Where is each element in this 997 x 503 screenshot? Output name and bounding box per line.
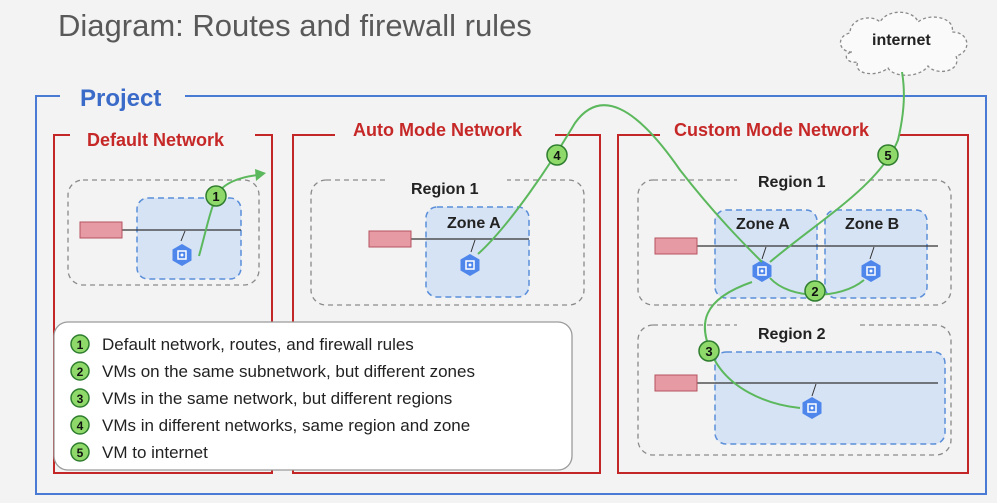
custom-zone-b-label: Zone B	[845, 216, 899, 233]
legend-item-2-text: VMs on the same subnetwork, but differen…	[102, 362, 475, 381]
custom-region1-label: Region 1	[758, 174, 826, 191]
marker-5: 5	[877, 144, 899, 166]
legend-item-5-text: VM to internet	[102, 443, 208, 462]
auto-vm-stem	[470, 239, 476, 253]
auto-region-label: Region 1	[411, 181, 479, 198]
auto-zone-box	[425, 206, 530, 298]
legend-item-4-text: VMs in different networks, same region a…	[102, 416, 470, 435]
marker-1: 1	[205, 185, 227, 207]
route-path-1-arrowhead	[255, 169, 266, 181]
custom-region2-vm-icon	[802, 397, 822, 419]
legend-item-1-num: 1	[77, 338, 84, 352]
custom-vm-b-stem	[869, 246, 875, 260]
project-label: Project	[80, 85, 161, 112]
custom-zone-a-box	[714, 209, 818, 299]
marker-4-label: 4	[553, 148, 561, 163]
auto-zone-label: Zone A	[447, 215, 501, 232]
route-path-4	[477, 104, 763, 263]
legend-item-4: 4 VMs in different networks, same region…	[70, 415, 470, 435]
default-router	[79, 221, 123, 239]
marker-2-label: 2	[811, 284, 818, 299]
custom-zone-a-label: Zone A	[736, 216, 790, 233]
legend-item-1-text: Default network, routes, and firewall ru…	[102, 335, 414, 354]
legend-item-3-text: VMs in the same network, but different r…	[102, 389, 452, 408]
custom-region1-box	[637, 179, 952, 306]
default-network-label-bg	[70, 125, 255, 155]
project-label-bg	[60, 80, 185, 114]
marker-3: 3	[698, 340, 720, 362]
legend-item-1: 1 Default network, routes, and firewall …	[70, 334, 414, 354]
legend-item-2: 2 VMs on the same subnetwork, but differ…	[70, 361, 475, 381]
custom-region2-vm-stem	[811, 383, 817, 397]
project-boundary	[35, 95, 987, 495]
internet-label: internet	[872, 32, 931, 49]
auto-network-label-bg	[335, 115, 555, 145]
custom-zone-b-vm-icon	[861, 260, 881, 282]
default-vm-stem	[180, 230, 186, 242]
custom-region2-label: Region 2	[758, 326, 826, 343]
default-vm-icon	[172, 244, 192, 266]
custom-zone-b-box	[824, 209, 928, 299]
marker-3-label: 3	[705, 344, 712, 359]
auto-vm-icon	[460, 254, 480, 276]
custom-region2-zone-box	[714, 351, 946, 445]
marker-4: 4	[546, 144, 568, 166]
auto-router	[368, 230, 412, 248]
custom-region2-box	[637, 324, 952, 456]
legend-box	[53, 321, 573, 471]
marker-1-label: 1	[212, 189, 219, 204]
marker-5-label: 5	[884, 148, 891, 163]
cloud-icon	[839, 11, 968, 76]
custom-region2-router	[654, 374, 698, 392]
legend-item-5-num: 5	[77, 446, 84, 460]
legend-item-2-num: 2	[77, 365, 84, 379]
legend-item-4-num: 4	[77, 419, 84, 433]
custom-network-label-bg	[660, 115, 900, 145]
legend-item-5: 5 VM to internet	[70, 442, 208, 462]
default-zone-box	[136, 197, 242, 280]
marker-2: 2	[804, 280, 826, 302]
custom-network-label: Custom Mode Network	[674, 120, 870, 140]
auto-network-label: Auto Mode Network	[353, 120, 523, 140]
legend-item-3: 3 VMs in the same network, but different…	[70, 388, 452, 408]
default-region-box	[67, 179, 260, 286]
legend-item-3-num: 3	[77, 392, 84, 406]
internet-cloud: internet	[839, 11, 968, 76]
custom-vm-a-stem	[761, 246, 767, 260]
custom-zone-a-vm-icon	[752, 260, 772, 282]
custom-region1-router	[654, 237, 698, 255]
default-network-label: Default Network	[87, 130, 225, 150]
custom-region1-label-bg	[737, 167, 857, 193]
auto-region-label-bg	[387, 173, 507, 197]
page-title: Diagram: Routes and firewall rules	[58, 8, 532, 43]
custom-region2-label-bg	[737, 318, 857, 344]
